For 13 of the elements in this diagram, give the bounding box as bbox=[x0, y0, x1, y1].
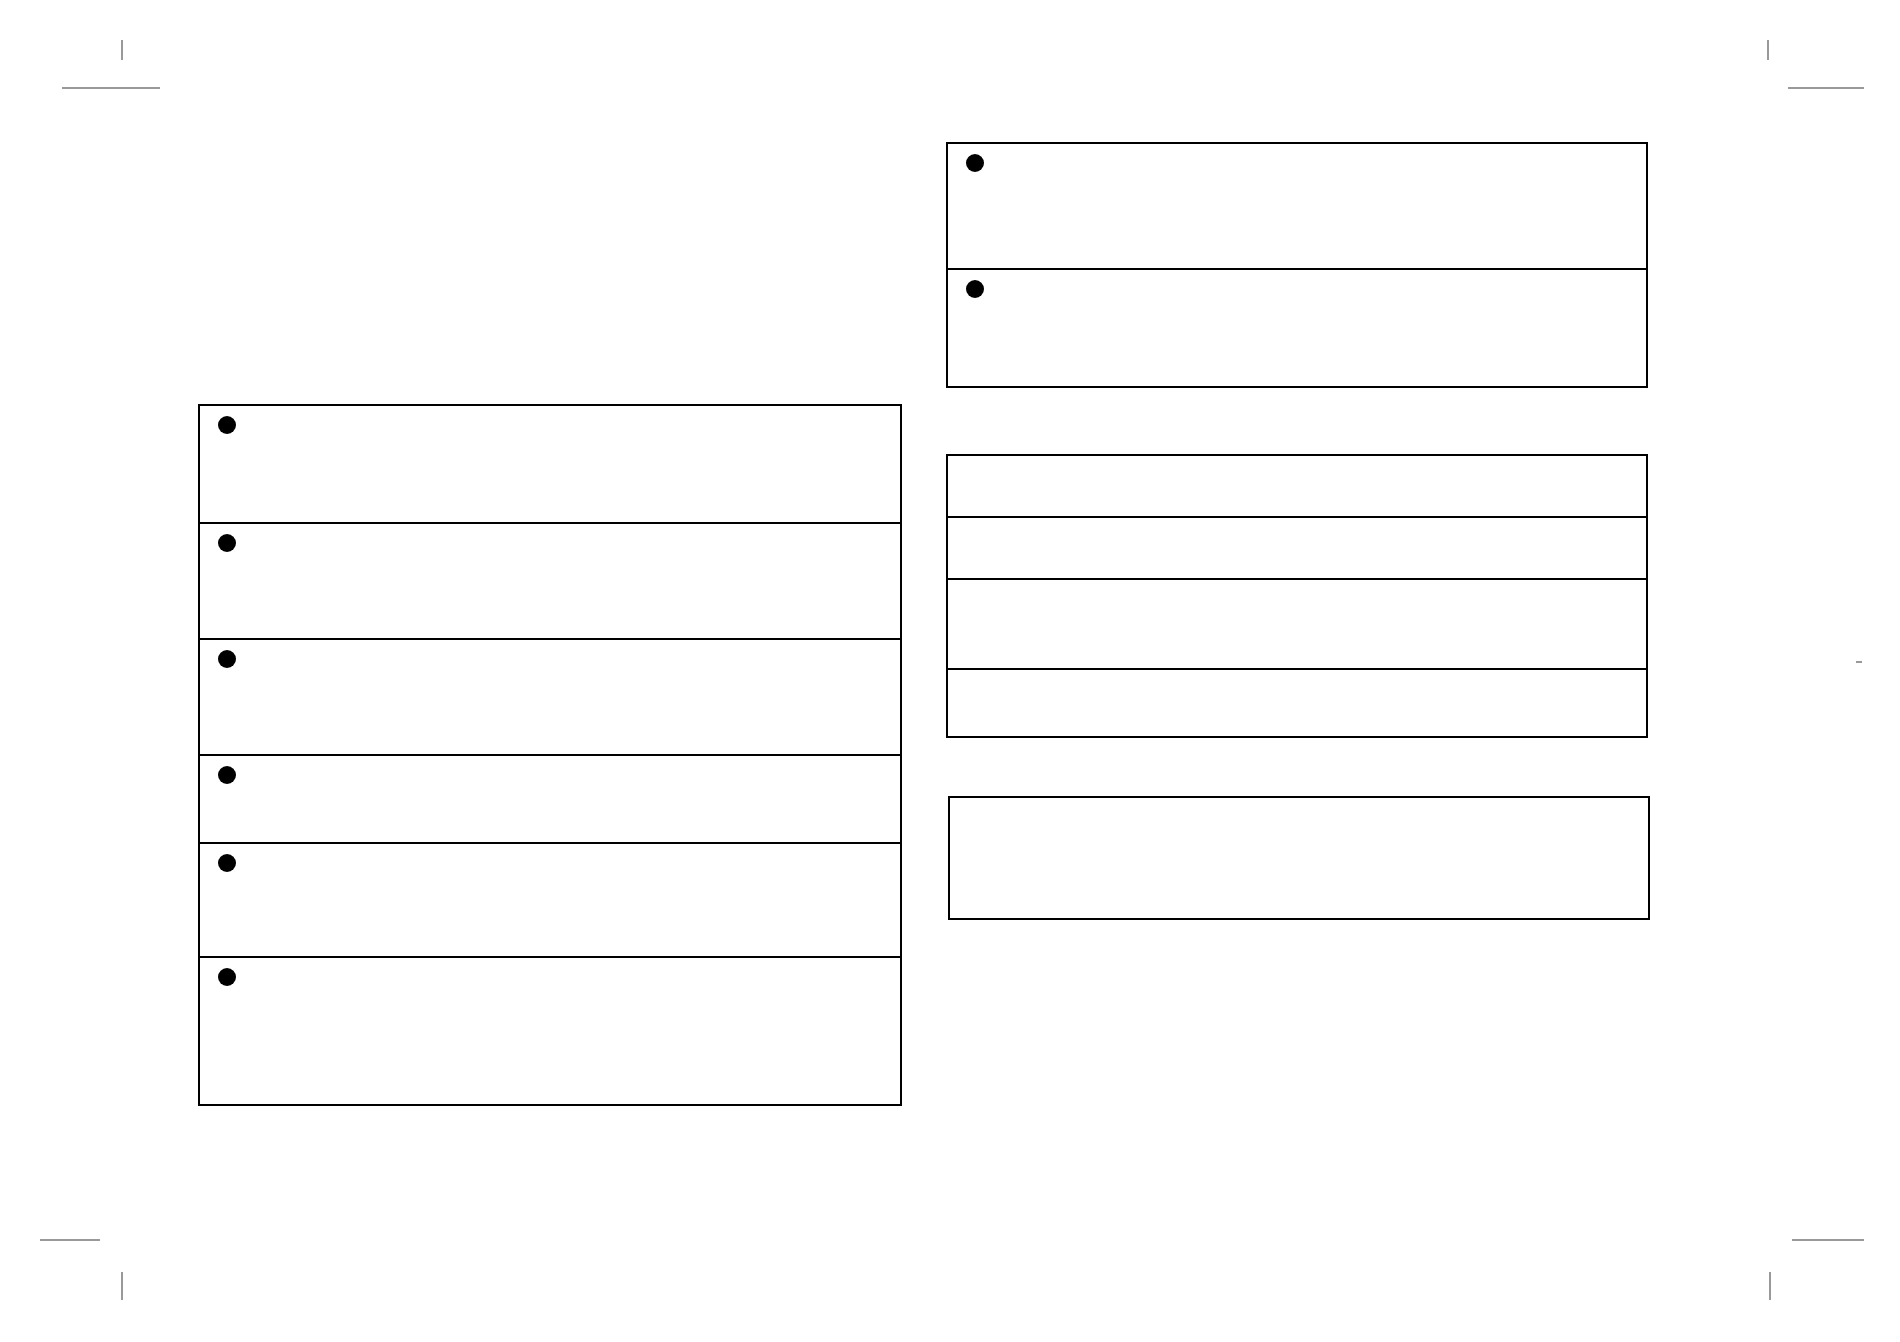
table-row bbox=[946, 142, 1648, 270]
table-row bbox=[946, 454, 1648, 518]
table-row bbox=[198, 522, 902, 640]
table-row bbox=[948, 796, 1650, 920]
table-row bbox=[198, 754, 902, 844]
table-row bbox=[198, 842, 902, 958]
table-row bbox=[198, 404, 902, 524]
table-row bbox=[198, 956, 902, 1106]
table-row bbox=[946, 268, 1648, 388]
table-row bbox=[946, 516, 1648, 580]
table-row bbox=[198, 638, 902, 756]
table-row bbox=[946, 668, 1648, 738]
table-row bbox=[946, 578, 1648, 670]
